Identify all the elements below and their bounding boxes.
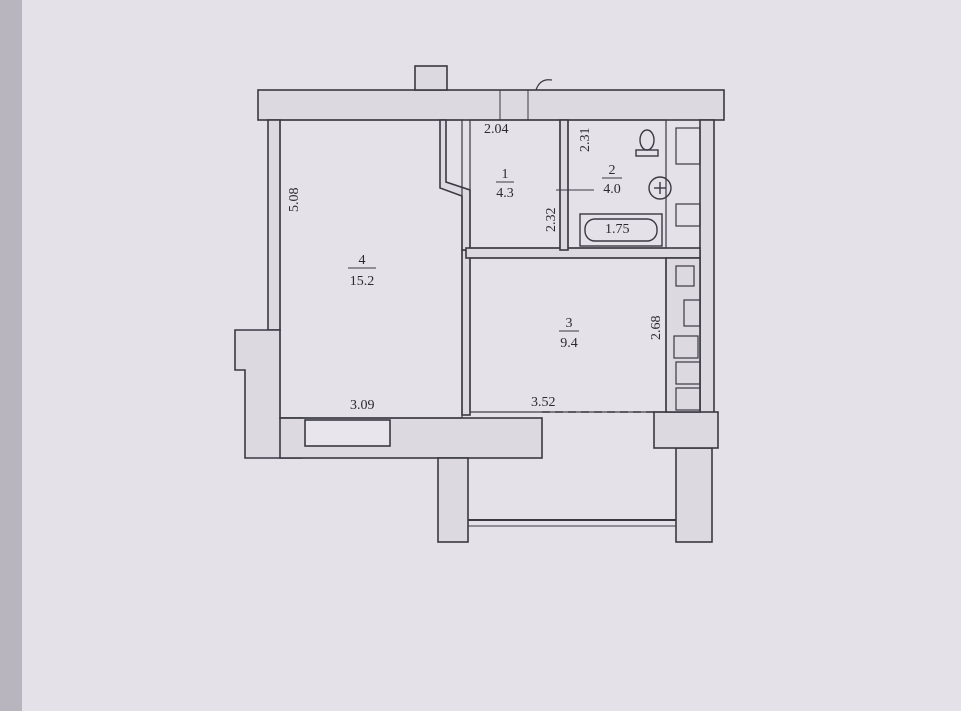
toilet-tank-icon: [635, 149, 659, 157]
dim-top-corridor: 2.04: [484, 122, 509, 137]
room-2-number: 2: [609, 163, 616, 178]
dim-living-height: 5.08: [287, 188, 302, 213]
room-4-number: 4: [359, 253, 366, 268]
room-outlines: [279, 119, 667, 419]
balcony-left-pier: [437, 457, 469, 543]
plumbing-column: [665, 257, 701, 413]
room-label-4: 4 15.2: [348, 253, 376, 289]
room-3-outline: [469, 257, 667, 413]
shaft-box-2: [675, 203, 701, 227]
shaft-box-4: [683, 299, 701, 327]
room-1-number: 1: [502, 167, 509, 182]
shaft-box-3: [675, 265, 695, 287]
top-wall: [257, 89, 725, 121]
shaft-box-6: [675, 361, 701, 385]
room-3-area: 9.4: [560, 336, 578, 351]
sink-icon: [648, 176, 672, 200]
dim-bath-height: 2.31: [578, 128, 593, 153]
living-window: [304, 419, 391, 447]
entry-door-jamb: [499, 89, 529, 121]
bath-left-wall: [559, 119, 569, 251]
bathroom-fixtures: [579, 129, 672, 247]
bathtub-icon: [579, 213, 663, 247]
room-label-2: 2 4.0: [602, 163, 622, 197]
room-label-3: 3 9.4: [559, 316, 579, 351]
room-3-number: 3: [566, 316, 573, 331]
room-4-outline: [279, 119, 463, 419]
shaft-box-7: [675, 387, 701, 411]
shaft-box-1: [675, 127, 701, 165]
dim-kitchen-width: 3.52: [531, 395, 556, 410]
dimension-lines: [470, 189, 594, 413]
dim-living-width: 3.09: [350, 398, 375, 413]
shaft-box-5: [673, 335, 699, 359]
room-2-outline: [567, 119, 667, 249]
room-4-area: 15.2: [350, 274, 375, 289]
kitchen-top-wall: [465, 247, 701, 259]
door-swing-icon: [535, 79, 553, 91]
room-2-area: 4.0: [603, 182, 621, 197]
vent-shaft: [414, 65, 448, 91]
balcony-right-pier: [675, 447, 713, 543]
right-lower-block: [653, 411, 719, 449]
left-wall: [267, 119, 281, 331]
living-kitchen-partition: [461, 249, 471, 416]
room-label-1: 1 4.3: [496, 167, 514, 201]
dim-corridor-height: 2.32: [544, 208, 559, 233]
room-1-area: 4.3: [496, 186, 514, 201]
dim-kitchen-height: 2.68: [649, 316, 664, 341]
right-wall: [699, 119, 715, 417]
dim-bathtub: 1.75: [605, 222, 630, 237]
paper-edge: [0, 0, 22, 711]
bathtub-basin: [584, 218, 658, 242]
utility-shafts: [673, 127, 701, 411]
